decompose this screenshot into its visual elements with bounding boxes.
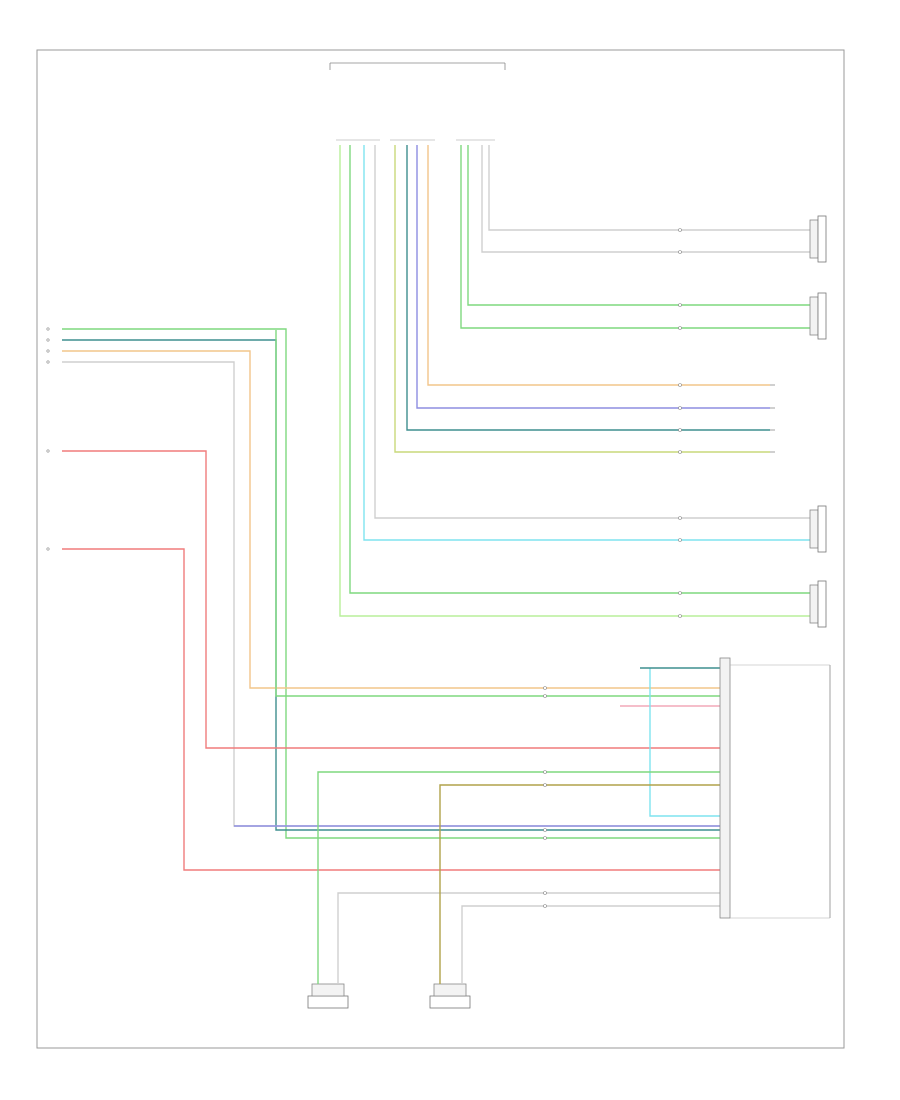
wire-green (62, 328, 720, 839)
wire-gray (481, 145, 810, 253)
wire-dark-yellow (439, 784, 720, 960)
subwoofer-connector-ticks (770, 384, 775, 453)
wire-green (460, 145, 810, 329)
speaker-connector-1 (809, 215, 827, 263)
wire-gray (62, 361, 720, 827)
wire-cyan (363, 145, 810, 541)
wire-red (62, 450, 720, 749)
speaker-connector-2 (809, 292, 827, 340)
inline-connectors (543, 228, 682, 908)
diagram-frame (36, 49, 845, 1049)
speaker-connector-3 (809, 505, 827, 553)
left-pin-markers (46, 327, 50, 551)
top-harness-bracket (329, 62, 506, 70)
wire-gray (488, 145, 810, 231)
bottom-speaker-right (307, 960, 349, 1009)
wire-blue (416, 145, 770, 409)
wire-yellow-green (394, 145, 770, 453)
wire-green (317, 771, 720, 960)
wire-green (275, 330, 720, 697)
wire-orange (62, 350, 720, 689)
wire-light-green (339, 145, 810, 617)
wire-gray (337, 892, 720, 960)
wire-gray (461, 905, 720, 960)
wire-green (467, 145, 810, 306)
wire-cyan (649, 668, 720, 817)
amplifier-module (719, 657, 831, 919)
wire-teal (406, 145, 770, 431)
wire-red (62, 548, 720, 871)
wire-green (349, 145, 810, 594)
wires (62, 145, 810, 960)
wire-teal (62, 339, 720, 831)
speaker-connector-4 (809, 580, 827, 628)
wire-gray (374, 145, 810, 519)
bottom-speaker-left (429, 960, 471, 1009)
wire-orange (427, 145, 770, 386)
